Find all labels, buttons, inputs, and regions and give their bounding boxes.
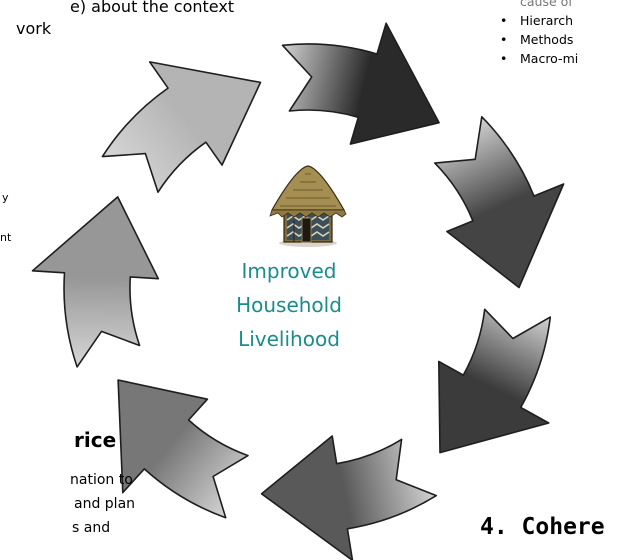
context-text-line2: vork [16, 19, 52, 38]
center-label-line3: Livelihood [238, 327, 340, 351]
cycle-arrow-2 [434, 116, 565, 289]
list-item: Hierarch [498, 11, 578, 30]
center-label-line2: Household [236, 293, 342, 317]
center-label-line1: Improved [241, 259, 337, 283]
cycle-arrow-4 [260, 435, 438, 560]
list-item: Methods [498, 30, 578, 49]
cycle-arrow-6 [31, 196, 160, 368]
cycle-arrow-5 [117, 379, 249, 519]
practice-text-line2: and plan [74, 496, 136, 512]
list-item: Macro-mi [498, 49, 578, 68]
hut-icon [269, 165, 347, 247]
side-text-fragment: nt [0, 231, 12, 244]
right-bullet-list: cause of Hierarch Methods Macro-mi [498, 0, 578, 68]
side-text-fragment: y [2, 191, 9, 204]
practice-text-line3: s and [72, 520, 111, 536]
cycle-arrow-3 [438, 308, 552, 454]
cycle-arrow-1 [281, 22, 440, 145]
center-label: Improved Household Livelihood [223, 254, 355, 356]
practice-heading: rice [74, 428, 117, 452]
practice-text-line1: nation to [70, 472, 133, 488]
coherence-heading: 4. Cohere [480, 514, 605, 540]
list-item: cause of [520, 0, 573, 9]
cycle-arrow-7 [101, 61, 262, 193]
context-text-line1: e) about the context [70, 0, 235, 16]
